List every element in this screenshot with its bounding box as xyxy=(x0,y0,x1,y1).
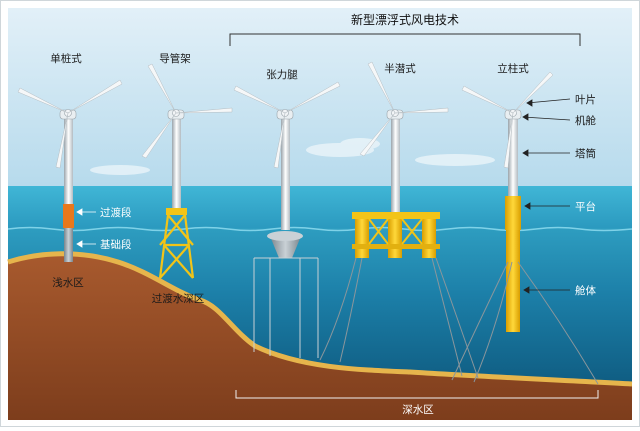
label-semi-submersible: 半潜式 xyxy=(384,62,416,75)
turbine-monopile xyxy=(17,79,123,262)
mooring-lines xyxy=(319,257,479,379)
label-foundation: 基础段 xyxy=(100,238,132,251)
part-arrows xyxy=(522,98,571,294)
clouds xyxy=(90,138,495,175)
turbine-jacket xyxy=(141,63,233,279)
label-monopile: 单桩式 xyxy=(50,52,82,65)
label-jacket: 导管架 xyxy=(159,52,191,65)
tower xyxy=(64,118,73,206)
label-hull: 舱体 xyxy=(575,284,596,297)
tendons xyxy=(253,257,319,358)
seabed-edge xyxy=(7,251,633,387)
foundation-pile xyxy=(64,228,73,262)
zone-deep: 深水区 xyxy=(402,404,434,416)
turbine-semi-submersible xyxy=(319,61,479,379)
label-blade: 叶片 xyxy=(575,93,596,106)
transition-piece xyxy=(63,204,74,228)
turbine-spar xyxy=(451,71,599,385)
label-spar: 立柱式 xyxy=(497,62,529,75)
wave-line xyxy=(7,226,633,232)
monopile-arrows xyxy=(76,208,96,248)
sky xyxy=(8,8,632,188)
zone-transition: 过渡水深区 xyxy=(152,292,205,305)
zone-shallow: 浅水区 xyxy=(52,276,84,289)
spar-hull xyxy=(506,230,520,332)
header-bracket xyxy=(229,33,581,46)
label-tension-leg: 张力腿 xyxy=(266,68,298,81)
deep-zone-bracket xyxy=(235,390,599,399)
header-title: 新型漂浮式风电技术 xyxy=(351,12,459,27)
label-nacelle: 机舱 xyxy=(575,114,596,127)
label-transition-piece: 过渡段 xyxy=(100,206,132,219)
label-platform: 平台 xyxy=(575,200,596,213)
turbine-tension-leg xyxy=(233,81,341,358)
label-tower: 塔筒 xyxy=(575,147,596,160)
